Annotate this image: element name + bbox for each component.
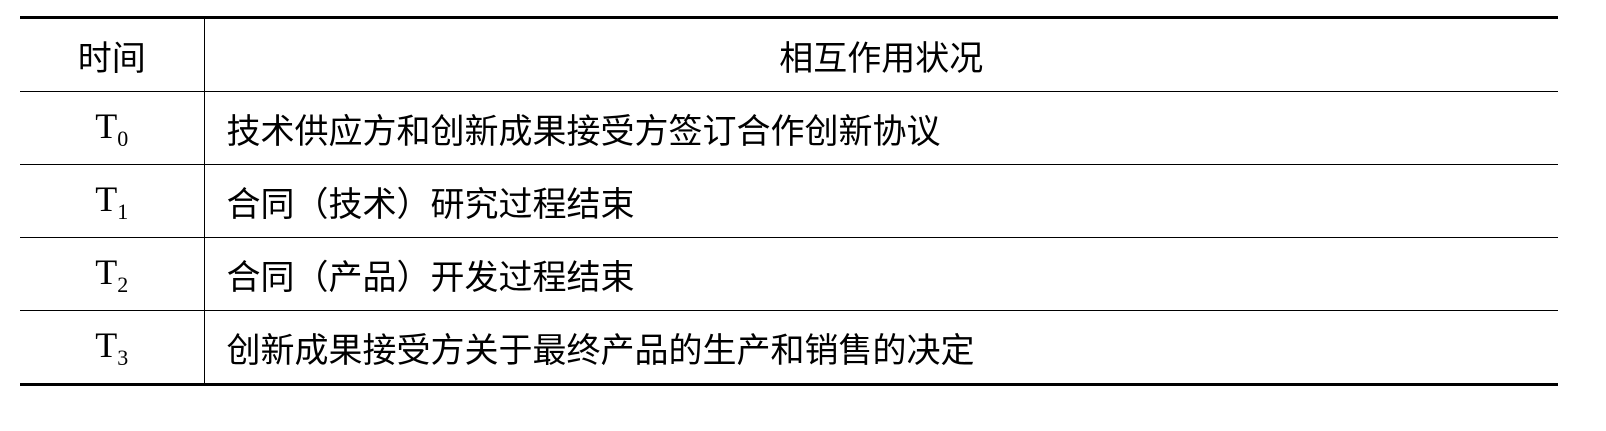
time-symbol: T bbox=[95, 251, 118, 292]
table-header-row: 时间 相互作用状况 bbox=[20, 16, 1558, 92]
time-subscript: 1 bbox=[117, 198, 129, 224]
time-cell: T1 bbox=[20, 164, 205, 238]
time-subscript: 2 bbox=[117, 271, 129, 297]
table-row: T1 合同（技术）研究过程结束 bbox=[20, 164, 1558, 238]
time-cell: T0 bbox=[20, 91, 205, 165]
description-cell: 创新成果接受方关于最终产品的生产和销售的决定 bbox=[204, 310, 1558, 386]
table-row: T3 创新成果接受方关于最终产品的生产和销售的决定 bbox=[20, 310, 1558, 386]
description-cell: 合同（产品）开发过程结束 bbox=[204, 237, 1558, 311]
description-cell: 技术供应方和创新成果接受方签订合作创新协议 bbox=[204, 91, 1558, 165]
interaction-table-container: 时间 相互作用状况 T0 技术供应方和创新成果接受方签订合作创新协议 T1 合同… bbox=[20, 16, 1558, 386]
time-subscript: 0 bbox=[117, 125, 129, 151]
table-row: T2 合同（产品）开发过程结束 bbox=[20, 237, 1558, 311]
header-time: 时间 bbox=[20, 16, 205, 92]
table-row: T0 技术供应方和创新成果接受方签订合作创新协议 bbox=[20, 91, 1558, 165]
time-symbol: T bbox=[95, 105, 118, 146]
header-interaction: 相互作用状况 bbox=[204, 16, 1558, 92]
time-symbol: T bbox=[95, 324, 118, 365]
description-cell: 合同（技术）研究过程结束 bbox=[204, 164, 1558, 238]
time-symbol: T bbox=[95, 178, 118, 219]
time-subscript: 3 bbox=[117, 344, 129, 370]
time-cell: T3 bbox=[20, 310, 205, 386]
interaction-table: 时间 相互作用状况 T0 技术供应方和创新成果接受方签订合作创新协议 T1 合同… bbox=[20, 16, 1558, 386]
time-cell: T2 bbox=[20, 237, 205, 311]
